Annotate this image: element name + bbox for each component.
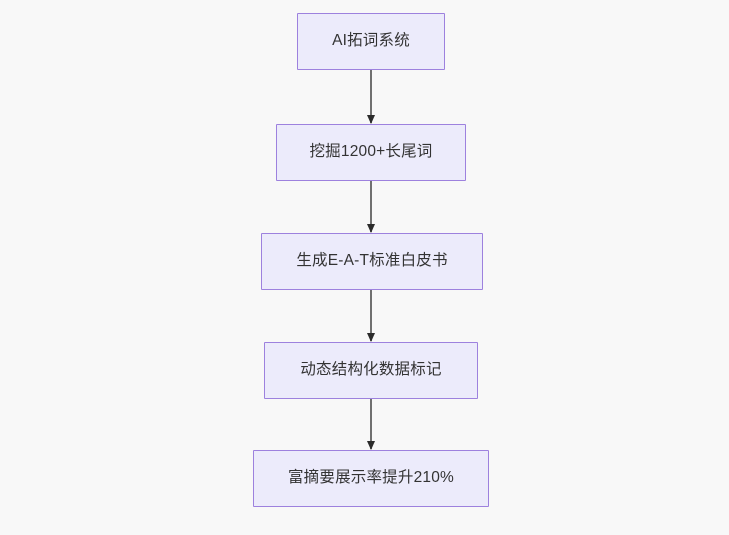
flowchart-node-3-label: 生成E-A-T标准白皮书 [296,252,448,270]
flowchart-node-2[interactable]: 挖掘1200+长尾词 [276,124,466,181]
flowchart-node-4-label: 动态结构化数据标记 [300,361,442,379]
flowchart-node-2-label: 挖掘1200+长尾词 [309,143,433,161]
flowchart-node-3[interactable]: 生成E-A-T标准白皮书 [261,233,483,290]
flowchart-node-1[interactable]: AI拓词系统 [297,13,445,70]
flowchart-node-5-label: 富摘要展示率提升210% [287,469,455,487]
flowchart-node-5[interactable]: 富摘要展示率提升210% [253,450,489,507]
flowchart-node-4[interactable]: 动态结构化数据标记 [264,342,478,399]
flowchart-node-1-label: AI拓词系统 [332,32,410,50]
